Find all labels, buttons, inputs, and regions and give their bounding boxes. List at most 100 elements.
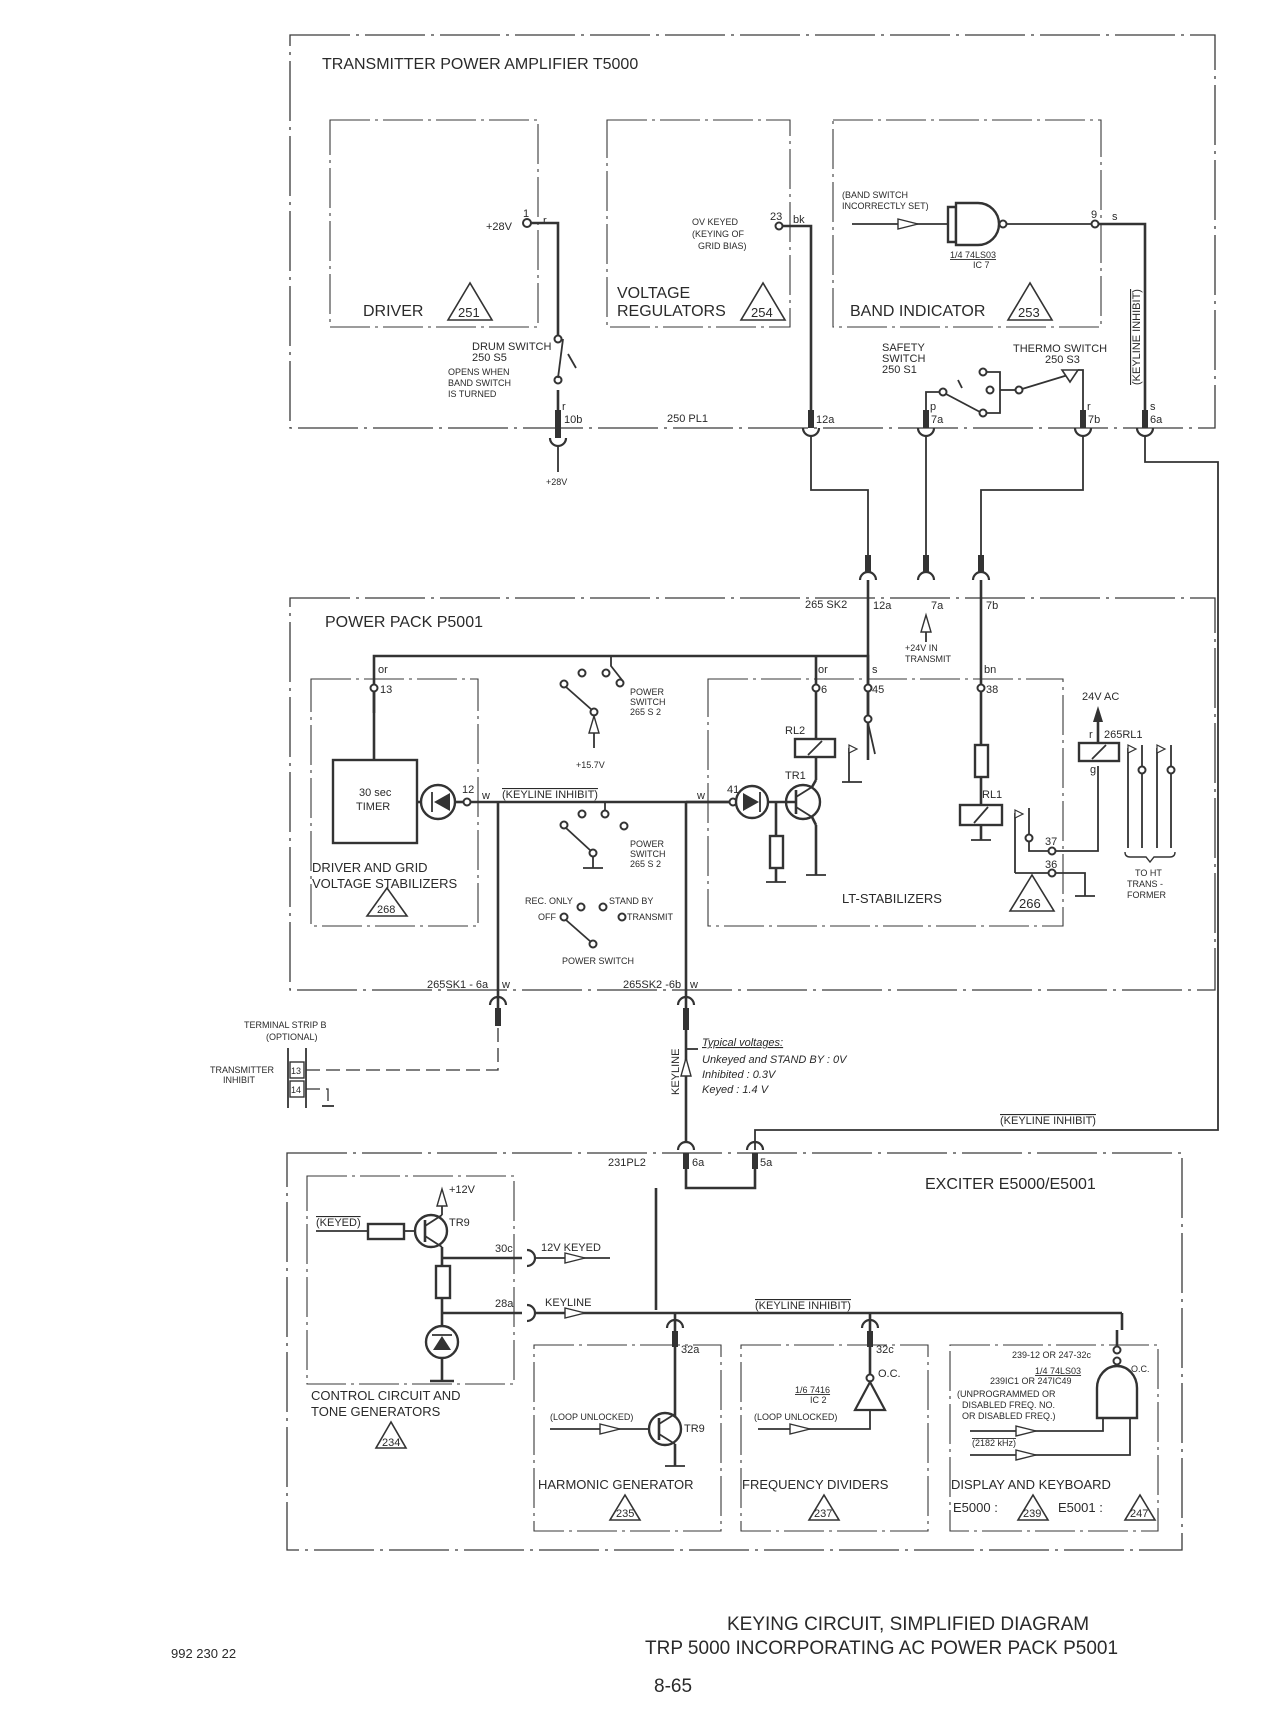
dg-ref-triangle (365, 886, 409, 917)
safety-id: 250 S1 (882, 364, 917, 376)
display-input3: OR DISABLED FREQ.) (962, 1411, 1056, 1421)
control-circuit-block (306, 1175, 515, 1385)
ht-transformer-contacts (1124, 744, 1176, 864)
lt-pin37: 37 (1045, 836, 1057, 848)
footer: KEYING CIRCUIT, SIMPLIFIED DIAGRAM TRP 5… (171, 1614, 1118, 1697)
ps1-label3: 265 S 2 (630, 707, 661, 717)
nand-output-bubble (998, 219, 1008, 229)
wire-w-sk1: w (501, 979, 510, 991)
ps2-label1: POWER (630, 839, 665, 849)
transmit-note1: +24V IN (905, 643, 938, 653)
drum-switch-name: DRUM SWITCH (472, 341, 551, 353)
band-indicator-ref: 253 (1018, 305, 1040, 320)
inverter-ic2 (853, 1379, 887, 1412)
drum-switch-note3: IS TURNED (448, 389, 497, 399)
wire-s-6a: s (1150, 401, 1156, 413)
ps-main-label: POWER SWITCH (562, 956, 634, 966)
nand-gate-ic1 (1095, 1364, 1139, 1420)
driver-wire: r (543, 215, 547, 227)
lt-wire-w: w (696, 790, 705, 802)
band-gate: 1/4 74LS03 (950, 250, 996, 260)
lt-wire-bn: bn (984, 664, 996, 676)
dg-wire-or: or (378, 664, 388, 676)
main-power-switch (559, 902, 627, 949)
transistor-tr9-control (413, 1213, 449, 1249)
ts-pin14: 14 (291, 1085, 301, 1095)
transmitter-title: TRANSMITTER POWER AMPLIFIER T5000 (322, 56, 638, 73)
voltages-title: Typical voltages: (702, 1037, 783, 1049)
vr-wire: bk (793, 214, 805, 226)
rl1-supply: 24V AC (1082, 691, 1119, 703)
band-input2: INCORRECTLY SET) (842, 201, 929, 211)
timer-label1: 30 sec (359, 787, 392, 799)
power-pack-frame (289, 597, 1216, 991)
harmonic-label: HARMONIC GENERATOR (538, 1477, 694, 1492)
pp-pin-7a: 7a (931, 600, 944, 612)
voltages-keyed: Keyed : 1.4 V (702, 1084, 770, 1096)
lt-ref-triangle (1008, 873, 1056, 912)
band-pin9-terminal (1090, 219, 1100, 229)
transmit-note2: TRANSMIT (905, 654, 952, 664)
voltage-regulators-label1: VOLTAGE (617, 285, 690, 302)
pp-keyline-inhibit: (KEYLINE INHIBIT) (502, 789, 598, 801)
resistor-rl1 (973, 743, 990, 779)
power-switch-2 (559, 802, 629, 869)
pin-12a: 12a (816, 414, 835, 426)
display-input1: (UNPROGRAMMED OR (957, 1389, 1056, 1399)
pin-7b: 7b (1088, 414, 1100, 426)
lt-label: LT-STABILIZERS (842, 891, 942, 906)
display-label: DISPLAY AND KEYBOARD (951, 1477, 1111, 1492)
pin-6a-exciter: 6a (692, 1157, 705, 1169)
exciter-keyline-inhibit: (KEYLINE INHIBIT) (755, 1300, 851, 1312)
driver-label: DRIVER (363, 303, 423, 320)
connector-231pl2: 231PL2 (608, 1157, 646, 1169)
band-indicator-label: BAND INDICATOR (850, 303, 985, 320)
lt-pin38: 38 (986, 684, 998, 696)
wire-r-10b: r (562, 401, 566, 413)
dg-wire-w: w (481, 790, 490, 802)
ps-transmit: TRANSMIT (627, 912, 674, 922)
control-keyed-in: (KEYED) (316, 1217, 361, 1229)
display-gate: 1/4 74LS03 (1035, 1366, 1081, 1376)
safety-name1: SAFETY (882, 342, 925, 354)
keyline-label: KEYLINE (670, 1049, 682, 1095)
control-ref-triangle (374, 1420, 408, 1449)
thermo-id: 250 S3 (1045, 354, 1080, 366)
safety-name2: SWITCH (882, 353, 925, 365)
freq-gate: 1/6 7416 (795, 1385, 830, 1395)
keyline-inhibit-return-wire (754, 436, 1219, 1150)
ps2-label2: SWITCH (630, 849, 666, 859)
control-ref: 234 (382, 1437, 400, 1449)
lt-pin6: 6 (821, 684, 827, 696)
wire-r-7b: r (1087, 401, 1091, 413)
lt-tr1: TR1 (785, 770, 806, 782)
display-ref2-triangle (1123, 1493, 1157, 1521)
transmitter-section: TRANSMITTER POWER AMPLIFIER T5000 DRIVER… (289, 34, 1216, 487)
terminal-strip: TERMINAL STRIP B (OPTIONAL) TRANSMITTER … (210, 1020, 499, 1108)
harmonic-input: (LOOP UNLOCKED) (550, 1412, 633, 1422)
voltage-regulators-ref-triangle (739, 281, 787, 321)
zener-diode (424, 1324, 460, 1360)
voltage-regulators-label2: REGULATORS (617, 303, 726, 320)
ts-label2: INHIBIT (223, 1075, 256, 1085)
inhibit-bus-label: (KEYLINE INHIBIT) (1000, 1115, 1096, 1127)
vr-pin: 23 (770, 211, 782, 223)
lt-pin41: 41 (727, 784, 739, 796)
exciter-frame (286, 1152, 1183, 1551)
title-line1: KEYING CIRCUIT, SIMPLIFIED DIAGRAM (727, 1614, 1089, 1635)
ps1-label2: SWITCH (630, 697, 666, 707)
transmitter-frame (289, 34, 1216, 429)
display-ref1: 239 (1023, 1508, 1041, 1520)
connector-265sk2-6b: 265SK2 -6b (623, 979, 681, 991)
ts-label1: TRANSMITTER (210, 1065, 274, 1075)
led-diode-1 (419, 783, 457, 821)
drum-switch-id: 250 S5 (472, 352, 507, 364)
driver-ref: 251 (458, 305, 480, 320)
control-pin28a: 28a (495, 1298, 514, 1310)
supply-28v: +28V (546, 477, 567, 487)
dg-label2: VOLTAGE STABILIZERS (312, 876, 458, 891)
drum-switch-note2: BAND SWITCH (448, 378, 511, 388)
timer-box (331, 758, 419, 845)
freq-input: (LOOP UNLOCKED) (754, 1412, 837, 1422)
doc-number: 992 230 22 (171, 1646, 236, 1661)
